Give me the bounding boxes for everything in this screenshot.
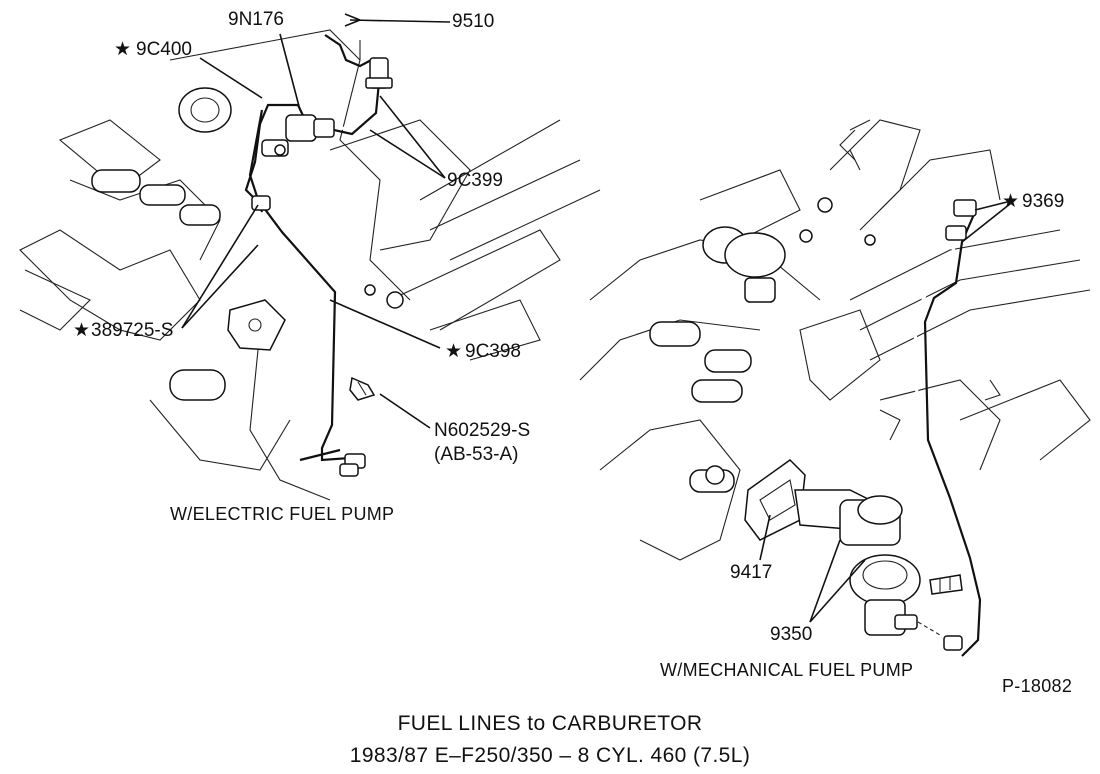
bracket-9c398: [227, 299, 286, 351]
label-9n176: 9N176: [228, 9, 284, 30]
leader-lines-right: [759, 199, 1016, 623]
star-icon: ★: [114, 39, 131, 60]
caption-mechanical-fuel-pump: W/MECHANICAL FUEL PUMP: [660, 660, 913, 680]
label-9c399: 9C399: [447, 170, 503, 191]
bolt-n602529s: [349, 376, 376, 401]
electric-pump-view: 9N176 9510 ★ 9C400 9C399 ★ 389725-S ★ 9C…: [19, 9, 601, 524]
label-9350: 9350: [770, 624, 812, 645]
label-9417: 9417: [730, 562, 772, 583]
fitting-9510: [324, 34, 393, 89]
fuel-pump-9350: [794, 489, 963, 636]
label-9c400: 9C400: [136, 39, 192, 60]
engine-block-right-drawing: [579, 119, 1091, 561]
diagram-title: FUEL LINES to CARBURETOR: [398, 712, 703, 735]
line-end-fittings: [339, 453, 366, 477]
leader-lines-left: [181, 13, 451, 429]
label-ab53a: (AB-53-A): [434, 444, 518, 465]
clip-389725s: [251, 195, 271, 211]
caption-electric-fuel-pump: W/ELECTRIC FUEL PUMP: [170, 504, 394, 524]
label-n602529s: N602529-S: [434, 420, 530, 441]
star-icon: ★: [73, 320, 90, 341]
fuel-line-9369: [913, 199, 982, 657]
engine-block-left-drawing: [19, 29, 601, 501]
star-icon: ★: [445, 341, 462, 362]
diagram-subtitle: 1983/87 E–F250/350 – 8 CYL. 460 (7.5L): [350, 744, 750, 767]
fuel-filter-9n176: [261, 114, 335, 157]
label-389725s: 389725-S: [91, 320, 173, 341]
figure-number: P-18082: [1002, 676, 1072, 696]
star-icon: ★: [1002, 191, 1019, 212]
label-9369: 9369: [1022, 191, 1064, 212]
label-9510: 9510: [452, 11, 494, 32]
mechanical-pump-view: ★ 9369 9417 9350 W/MECHANICAL FUEL PUMP …: [579, 119, 1091, 696]
label-9c398: 9C398: [465, 341, 521, 362]
